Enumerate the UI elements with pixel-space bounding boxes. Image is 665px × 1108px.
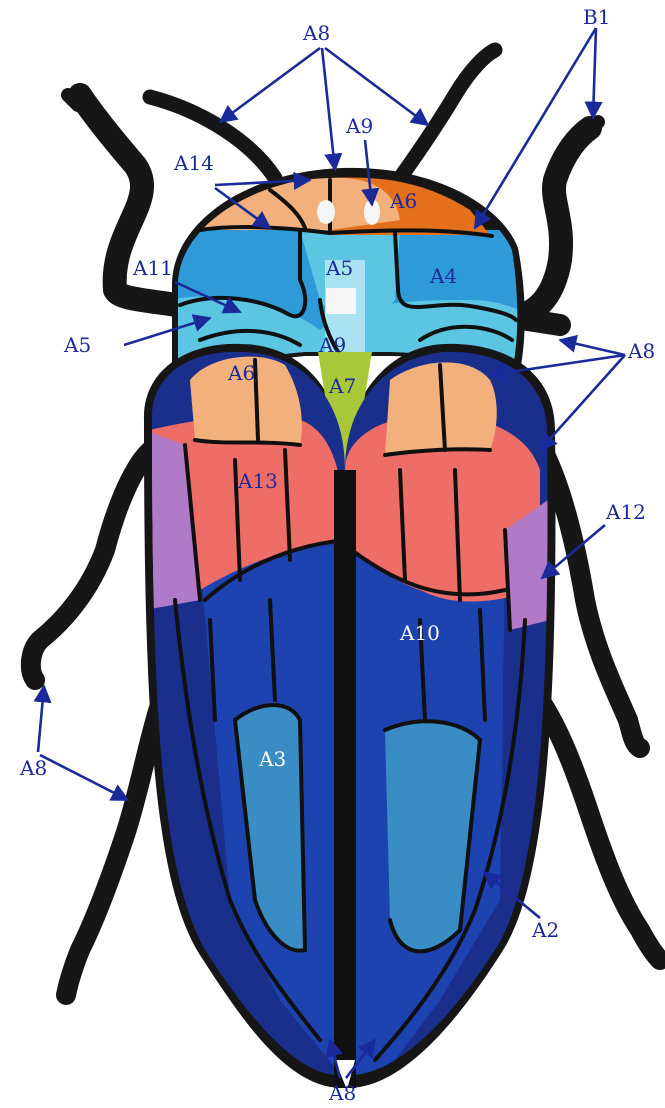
label-a6-head: A6: [389, 189, 417, 213]
label-a9-eye: A9: [345, 114, 373, 138]
label-a8-bottom: A8: [328, 1081, 356, 1105]
white-spot: [326, 288, 356, 314]
label-a3: A3: [258, 747, 286, 771]
label-a7: A7: [328, 374, 356, 398]
label-a11: A11: [132, 256, 173, 280]
label-a4: A4: [429, 264, 457, 288]
label-a8-antennae: A8: [302, 21, 330, 45]
label-a6-wing: A6: [227, 361, 255, 385]
label-a10: A10: [399, 621, 440, 645]
label-a5-inner: A5: [325, 256, 353, 280]
label-a13: A13: [237, 469, 278, 493]
label-a5-outer: A5: [63, 333, 91, 357]
label-a8-right: A8: [627, 339, 655, 363]
label-a2: A2: [531, 918, 559, 942]
wings: [140, 340, 560, 1100]
label-a12: A12: [605, 500, 646, 524]
label-a8-left: A8: [19, 756, 47, 780]
label-a9-inner: A9: [318, 333, 346, 357]
eye-spot-left: [317, 200, 335, 224]
label-a14: A14: [173, 151, 214, 175]
label-b1: B1: [583, 5, 610, 29]
